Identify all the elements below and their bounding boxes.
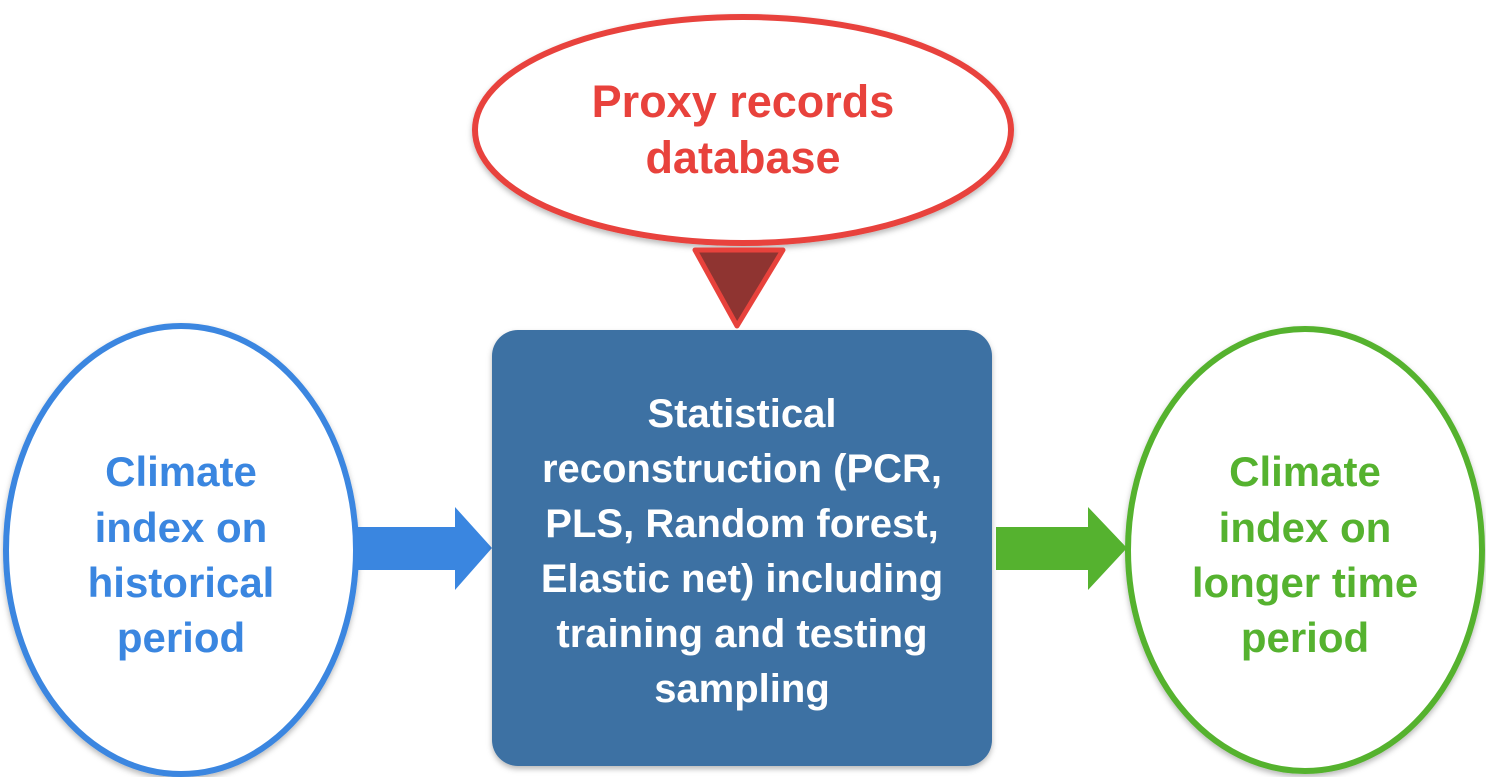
proxy-pointer-triangle [692, 247, 786, 329]
proxy-records-label: Proxy records database [591, 75, 895, 183]
proxy-records-ellipse [472, 14, 1014, 246]
output-climate-index-ellipse [1125, 326, 1485, 774]
input-climate-index-ellipse [3, 323, 359, 777]
input-arrow [358, 507, 492, 590]
input-climate-index-label: Climate index on historical period [87, 448, 275, 662]
statistical-reconstruction-label: Statistical reconstruction (PCR, PLS, Ra… [540, 392, 944, 711]
statistical-reconstruction-box [492, 330, 992, 766]
output-climate-index-label: Climate index on longer time period [1191, 448, 1419, 662]
output-arrow [996, 507, 1127, 590]
